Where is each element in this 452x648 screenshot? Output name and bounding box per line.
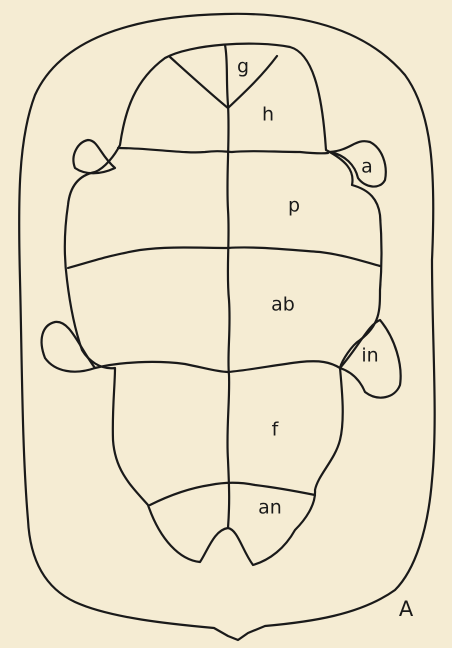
axillary-scute-right [330,141,386,186]
pecto-abdominal-seam [68,247,380,268]
midline-seam [225,45,230,528]
abdomino-femoral-seam [95,361,340,372]
pectoral-label: p [288,195,300,217]
inguinal-label: in [361,345,378,367]
panel-letter: A [399,597,414,621]
anal-label: an [258,497,282,519]
femoro-anal-seam [150,483,315,505]
abdominal-label: ab [271,294,295,316]
femoral-label: f [272,419,280,441]
gular-seam-right [228,56,277,108]
plastron-outline [65,44,382,565]
axillary-scute-left [73,140,115,173]
gular-seam-left [170,57,228,108]
gular-label: g [237,56,249,78]
humeral-label: h [262,104,274,126]
axillary-label: a [361,156,373,178]
humero-pectoral-seam [118,148,328,153]
inguinal-scute-left [42,322,95,372]
